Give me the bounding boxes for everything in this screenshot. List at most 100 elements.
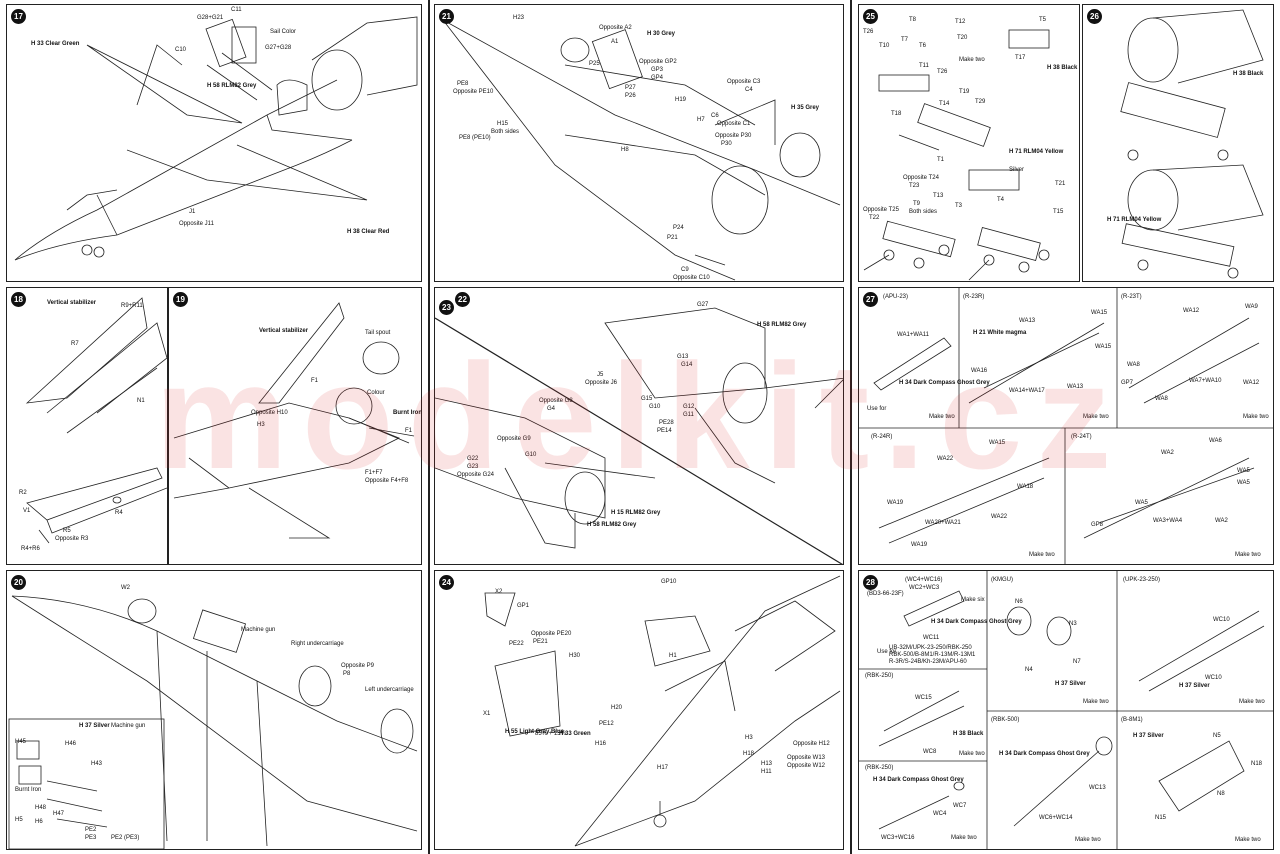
- label: H19: [675, 97, 687, 103]
- label: H13: [761, 761, 773, 767]
- label: H45: [15, 739, 27, 745]
- step-18-panel: 18 Vertical stabilizer R9+R11 R7 N1 R2 V…: [6, 287, 168, 565]
- paint-callout: H 30 Grey: [647, 31, 676, 37]
- step-number: 23: [439, 300, 454, 315]
- label: WA8: [1155, 396, 1168, 402]
- label: C10: [175, 47, 187, 53]
- label: WA22: [937, 456, 954, 462]
- label: H1: [669, 653, 677, 659]
- label: Both sides: [909, 209, 938, 215]
- label: Make two: [929, 414, 955, 420]
- label: R9+R11: [121, 303, 143, 309]
- label: Opposite H10: [251, 410, 288, 416]
- label: WA2: [1161, 450, 1174, 456]
- label: J1: [189, 209, 196, 215]
- label: G13: [677, 354, 689, 360]
- label: H20: [611, 705, 623, 711]
- label: Make two: [959, 57, 985, 63]
- label: T26: [863, 29, 874, 35]
- label: T13: [933, 193, 944, 199]
- label: WA19: [911, 542, 928, 548]
- label: PE8 (PE10): [459, 135, 491, 141]
- label: GP7: [1121, 380, 1134, 386]
- label: T18: [891, 111, 902, 117]
- label: T3: [955, 203, 963, 209]
- step-25-panel: 25 T26 T8 T7 T6 T12 T20 T5 T10 T11 T26 T…: [858, 4, 1080, 282]
- step-number: 26: [1087, 9, 1102, 24]
- label: T10: [879, 43, 890, 49]
- label: Make two: [1235, 552, 1261, 558]
- paint-callout: H 34 Dark Compass Ghost Grey: [931, 619, 1022, 625]
- label: T9: [913, 201, 921, 207]
- label: X2: [495, 589, 503, 595]
- label: WA22: [991, 514, 1008, 520]
- label: WC8: [923, 749, 937, 755]
- step-number: 24: [439, 575, 454, 590]
- label: WA13: [1019, 318, 1036, 324]
- paint-callout: H 37 Silver: [1179, 683, 1210, 689]
- group-title: (UPK-23-250): [1123, 577, 1161, 583]
- label: N6: [1015, 599, 1023, 605]
- label: T15: [1053, 209, 1064, 215]
- label: WA5: [1237, 480, 1250, 486]
- label: WA16: [971, 368, 988, 374]
- label: 85% + 15%: [535, 731, 566, 737]
- label: G27+G28: [265, 45, 292, 51]
- label: Use for: [877, 649, 897, 655]
- label: WA15: [989, 440, 1006, 446]
- label: UB-32M/UPK-23-250/RBK-250: [889, 645, 972, 651]
- label: Machine gun: [111, 723, 146, 729]
- step-17-panel: 17 C11 G28+G21 G27+G28 C10 Sail Color H …: [6, 4, 422, 282]
- label: H15: [497, 121, 509, 127]
- step-number: 22: [455, 292, 470, 307]
- label: WA7+WA10: [1189, 378, 1222, 384]
- stores-drawing: [859, 571, 1273, 849]
- paint-callout: H 37 Silver: [79, 723, 110, 729]
- label: Opposite J11: [179, 221, 214, 227]
- label: Opposite H12: [793, 741, 830, 747]
- label: RBK-500/B-8M1/R-13M/R-13M1: [889, 652, 976, 658]
- label: Make two: [959, 751, 985, 757]
- step-24-panel: 24 X2 GP1 GP10 Opposite PE20 PE21 PE22 H…: [434, 570, 844, 850]
- label: T14: [939, 101, 950, 107]
- label: WA9: [1245, 304, 1258, 310]
- label: WA8: [1127, 362, 1140, 368]
- step-number: 18: [11, 292, 26, 307]
- label: Opposite W12: [787, 763, 826, 769]
- fuselage-drawing: [8, 595, 418, 849]
- label: Make two: [1083, 414, 1109, 420]
- label: G12: [683, 404, 695, 410]
- paint-callout: H 58 RLM82 Grey: [587, 522, 637, 528]
- label: G14: [681, 362, 693, 368]
- stabilizer-drawing: [25, 297, 167, 544]
- label: H18: [743, 751, 755, 757]
- label: Opposite T24: [903, 175, 939, 181]
- label: H8: [621, 147, 629, 153]
- label: H17: [657, 765, 669, 771]
- label: PE3: [85, 835, 97, 841]
- rear-fuselage-drawing: [435, 307, 843, 564]
- label: H46: [65, 741, 77, 747]
- label: H7: [697, 117, 705, 123]
- label: Silver: [1009, 167, 1025, 173]
- label: P30: [721, 141, 732, 147]
- label: Opposite C1: [717, 121, 751, 127]
- label: G15: [641, 396, 653, 402]
- label: WA20+WA21: [925, 520, 961, 526]
- step-number: 21: [439, 9, 454, 24]
- label: GP10: [661, 579, 677, 585]
- label: WC11: [923, 635, 940, 641]
- label: R4+R6: [21, 546, 40, 552]
- group-title: (RBK-250): [865, 673, 894, 679]
- label: WC4: [933, 811, 947, 817]
- label: Opposite G24: [457, 472, 495, 478]
- label: R-3R/S-24B/Kh-23M/APU-60: [889, 659, 967, 665]
- paint-callout: H 38 Black: [953, 731, 984, 737]
- label: R2: [19, 490, 27, 496]
- label: P25: [589, 61, 600, 67]
- step-number: 28: [863, 575, 878, 590]
- label: G22: [467, 456, 479, 462]
- group-title: (R-23T): [1121, 294, 1142, 300]
- label: Make two: [1239, 699, 1265, 705]
- label: X1: [483, 711, 491, 717]
